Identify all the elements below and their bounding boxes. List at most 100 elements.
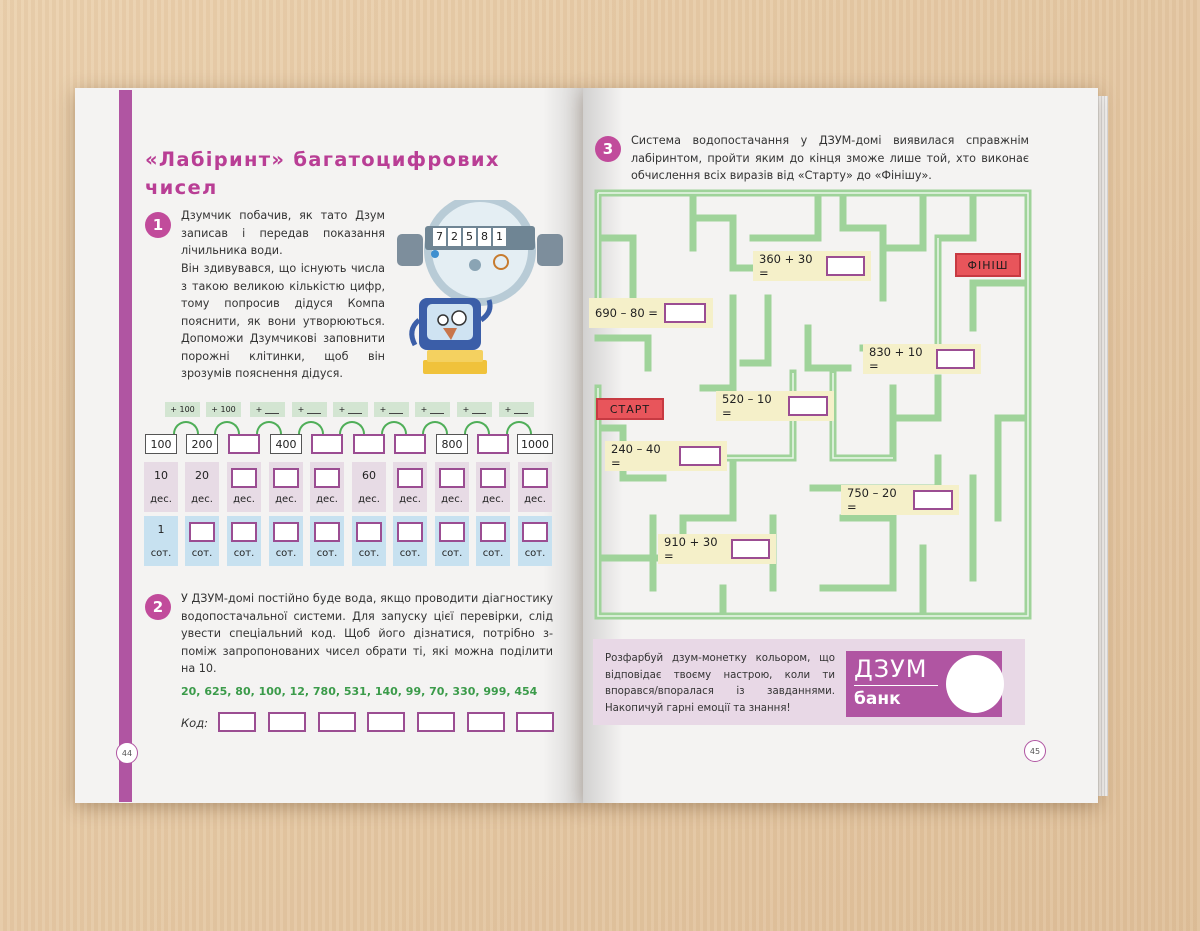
op-label: + [250,402,285,417]
number-cell: 1000 [517,434,553,454]
tens-cell: дес. [227,462,261,512]
maze-expression: 690 – 80 = [589,298,713,328]
expression-answer-box[interactable] [912,490,953,510]
meter-digit: 5 [463,228,476,246]
expression-answer-box[interactable] [787,396,828,416]
code-input-box[interactable] [218,712,256,732]
arrow-arc [381,421,407,435]
op-label: + 100 [206,402,241,417]
number-answer-box[interactable] [311,434,343,454]
arrow-arc [173,421,199,435]
number-cell: 200 [186,434,218,454]
task3-text: Система водопостачання у ДЗУМ-домі вияви… [631,134,1029,182]
code-label: Код: [181,716,209,730]
op-label: + [499,402,534,417]
tens-cell: дес. [310,462,344,512]
code-input-box[interactable] [318,712,356,732]
hundreds-cell: сот. [435,516,469,566]
op-label: + [333,402,368,417]
hundreds-answer-box[interactable] [439,522,465,542]
arrow-arc [214,421,240,435]
arrow-arc [339,421,365,435]
task2-text: У ДЗУМ-домі постійно буде вода, якщо про… [181,592,553,675]
expression-answer-box[interactable] [826,256,865,276]
code-input-box[interactable] [467,712,505,732]
maze-expression: 360 + 30 = [753,251,871,281]
right-page: 3 Система водопостачання у ДЗУМ-домі вия… [583,88,1098,803]
maze-expression: 830 + 10 = [863,344,981,374]
number-cell: 800 [436,434,468,454]
code-input-box[interactable] [268,712,306,732]
number-cell: 100 [145,434,177,454]
op-label: + [292,402,327,417]
logo-bottom-text: банк [854,689,901,709]
hundreds-cell: сот. [476,516,510,566]
tens-answer-box[interactable] [231,468,257,488]
hundreds-answer-box[interactable] [273,522,299,542]
expression-answer-box[interactable] [936,349,975,369]
hundreds-cell: сот. [269,516,303,566]
tens-answer-box[interactable] [314,468,340,488]
tens-cell: дес. [476,462,510,512]
arrow-arc [298,421,324,435]
code-input-box[interactable] [417,712,455,732]
hundreds-cell: сот. [352,516,386,566]
hundreds-answer-box[interactable] [314,522,340,542]
task1-text-top: Дзумчик побачив, як тато Дзум записав і … [181,209,385,257]
accent-bar [119,90,132,802]
page-title: «Лабіринт» багатоцифрових чисел [145,148,500,199]
number-answer-box[interactable] [477,434,509,454]
coin-to-color[interactable] [946,655,1004,713]
meter-digit: 7 [433,228,446,246]
hundreds-answer-box[interactable] [231,522,257,542]
hundreds-answer-box[interactable] [522,522,548,542]
expression-answer-box[interactable] [663,303,706,323]
finish-label: ФІНІШ [955,253,1021,277]
maze-expression: 750 – 20 = [841,485,959,515]
number-answer-box[interactable] [394,434,426,454]
hundreds-answer-box[interactable] [189,522,215,542]
code-input-box[interactable] [516,712,554,732]
code-input-box[interactable] [367,712,405,732]
tens-answer-box[interactable] [480,468,506,488]
page-number: 45 [1024,740,1046,762]
meter-digit: 2 [448,228,461,246]
task2-number-list: 20, 625, 80, 100, 12, 780, 531, 140, 99,… [181,685,538,698]
tens-cell: дес. [518,462,552,512]
expression-answer-box[interactable] [679,446,721,466]
tens-cell: дес. [435,462,469,512]
hundreds-answer-box[interactable] [397,522,423,542]
arrow-arc [464,421,490,435]
hundreds-answer-box[interactable] [480,522,506,542]
task1-text-rest: Він здивувався, що існують числа з такою… [181,262,385,380]
op-label: + [415,402,450,417]
expression-answer-box[interactable] [731,539,770,559]
maze-expression: 910 + 30 = [658,534,776,564]
number-answer-box[interactable] [228,434,260,454]
start-label: СТАРТ [596,398,664,420]
dzum-bank-logo: ДЗУМ банк [846,651,1004,717]
tens-answer-box[interactable] [273,468,299,488]
op-label: + 100 [165,402,200,417]
tens-cell: дес. [393,462,427,512]
hundreds-cell: сот. [393,516,427,566]
meter-digits: 7 2 5 8 1 [433,228,506,246]
arrow-arc [506,421,532,435]
hundreds-cell: сот. [518,516,552,566]
tens-answer-box[interactable] [522,468,548,488]
op-label: + [374,402,409,417]
number-cell: 400 [270,434,302,454]
tens-answer-box[interactable] [439,468,465,488]
task-number-3: 3 [595,136,621,162]
number-answer-box[interactable] [353,434,385,454]
hundreds-cell: сот. [310,516,344,566]
maze-expression: 520 – 10 = [716,391,834,421]
bank-text: Розфарбуй дзум-монетку кольором, що відп… [605,653,835,714]
hundreds-answer-box[interactable] [356,522,382,542]
tens-answer-box[interactable] [397,468,423,488]
tens-cell: дес. [269,462,303,512]
logo-top-text: ДЗУМ [854,655,928,683]
